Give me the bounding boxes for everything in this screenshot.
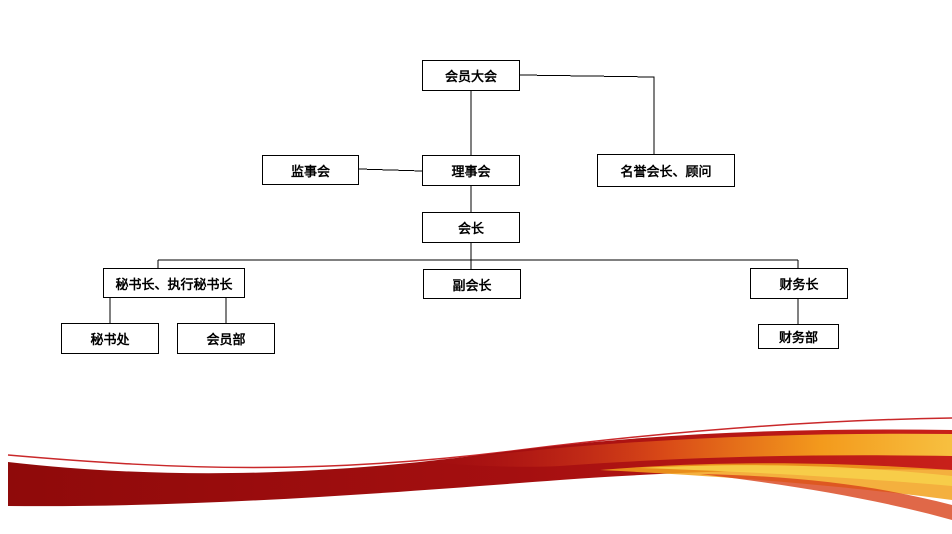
node-label: 会长 [457, 222, 484, 237]
edge-supervisor-council [358, 168, 423, 172]
node-president: 会长 [422, 212, 520, 243]
node-council: 理事会 [422, 155, 520, 186]
node-label: 秘书处 [90, 333, 130, 348]
edge-assembly-honorary [519, 74, 655, 154]
node-vice-president: 副会长 [423, 269, 521, 299]
node-label: 理事会 [451, 165, 491, 180]
node-label: 名誉会长、顾问 [620, 165, 712, 180]
node-finance-head: 财务长 [750, 268, 848, 299]
node-label: 会员部 [206, 333, 246, 348]
node-finance-dept: 财务部 [758, 324, 839, 349]
node-label: 财务部 [778, 331, 818, 346]
node-label: 会员大会 [444, 70, 497, 85]
node-label: 财务长 [779, 278, 819, 293]
node-membership-dept: 会员部 [177, 323, 275, 354]
node-secretary-general: 秘书长、执行秘书长 [103, 268, 245, 298]
node-label: 秘书长、执行秘书长 [115, 277, 233, 293]
node-honorary-advisors: 名誉会长、顾问 [597, 154, 735, 187]
node-label: 副会长 [452, 278, 492, 294]
node-secretariat: 秘书处 [61, 323, 159, 354]
node-label: 监事会 [290, 164, 330, 180]
node-supervisory-board: 监事会 [262, 155, 359, 185]
node-member-assembly: 会员大会 [422, 60, 520, 91]
